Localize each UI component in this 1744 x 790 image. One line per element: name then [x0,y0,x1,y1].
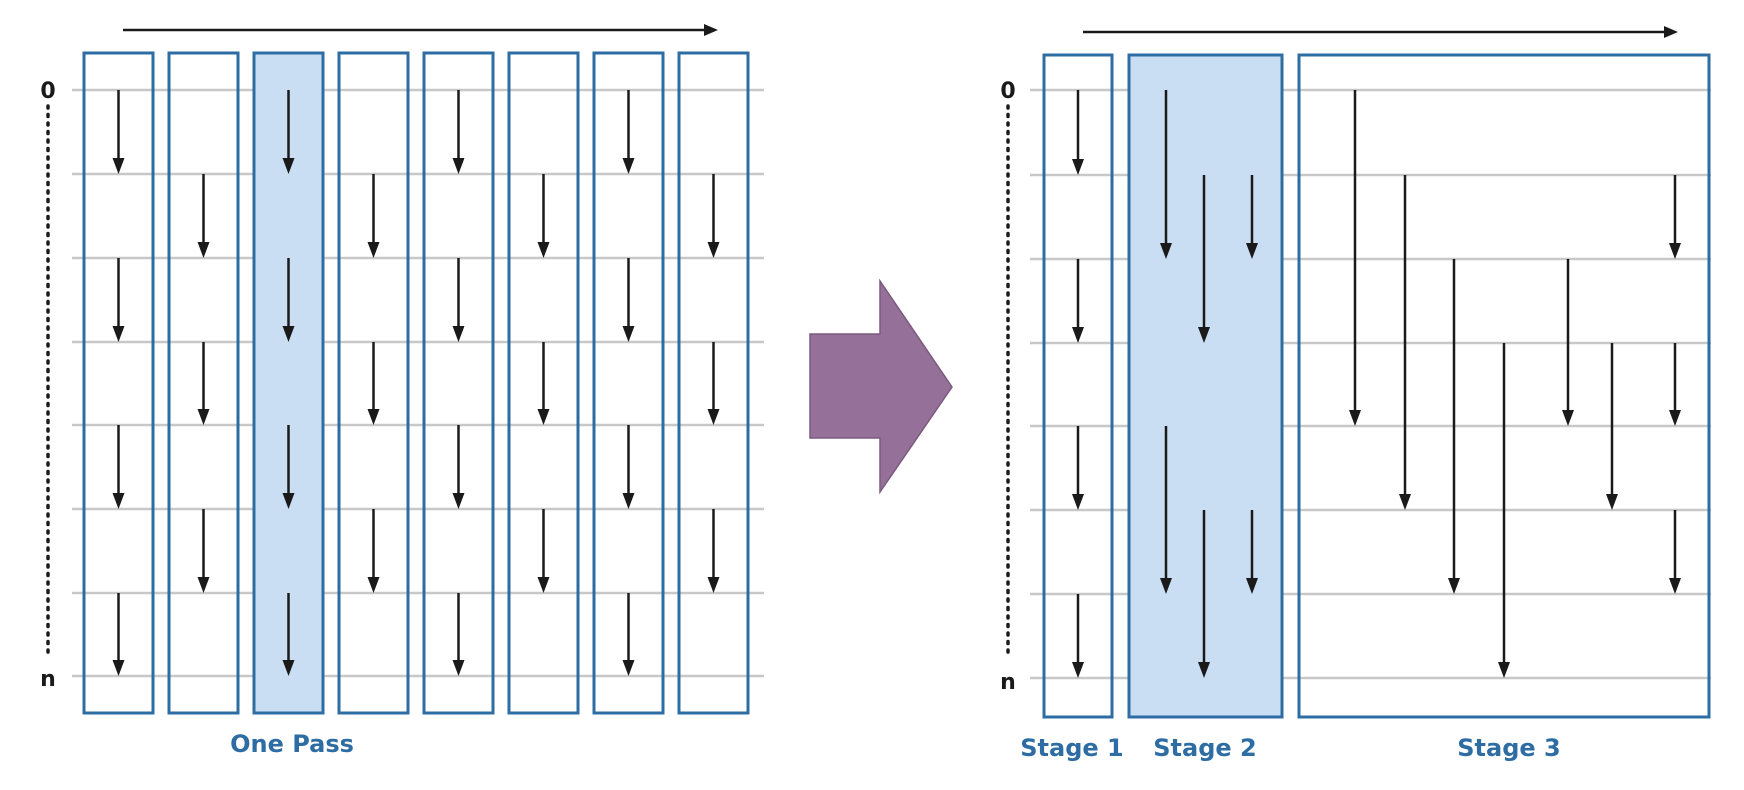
one-pass-caption: One Pass [230,730,354,758]
down-arrow-icon [367,509,380,593]
pass-column-box [507,51,580,715]
stage-2-caption: Stage 2 [1153,734,1256,762]
down-arrow-icon [452,90,465,174]
left-time-arrow [123,24,718,36]
down-arrow-icon [367,174,380,258]
down-arrow-icon [367,342,380,425]
left-row-lines [72,88,764,678]
down-arrow-icon [1198,175,1210,343]
down-arrow-icon [197,174,210,258]
down-arrow-icon [452,425,465,509]
down-arrow-icon [707,342,720,425]
down-arrow-icon [1072,90,1084,175]
down-arrow-icon [282,593,295,676]
pass-column-box [592,51,665,715]
down-arrow-icon [707,509,720,593]
down-arrow-icon [1160,90,1172,259]
down-arrow-icon [197,342,210,425]
right-time-arrow [1083,26,1678,38]
down-arrow-icon [537,342,550,425]
stage-1-box [1042,53,1114,719]
left-pass-boxes [82,51,750,715]
down-arrow-icon [112,258,125,342]
down-arrow-icon [622,425,635,509]
down-arrow-icon [1160,426,1172,594]
down-arrow-icon [282,258,295,342]
down-arrow-icon [112,593,125,676]
down-arrow-icon [1246,510,1258,594]
down-arrow-icon [1072,259,1084,343]
stage-2-box [1127,53,1284,719]
down-arrow-icon [1072,426,1084,510]
pass-column-box [422,51,495,715]
pass-column-box [677,51,750,715]
down-arrow-icon [1399,175,1411,510]
pass-column-box [337,51,410,715]
down-arrow-icon [1498,343,1510,678]
down-arrow-icon [452,258,465,342]
down-arrow-icon [622,90,635,174]
down-arrow-icon [1606,343,1618,510]
down-arrow-icon [537,509,550,593]
down-arrow-icon [1448,259,1460,594]
pass-column-box [82,51,155,715]
right-axis-end-label: n [1000,670,1016,695]
right-stage-boxes [1042,53,1711,719]
down-arrow-icon [1072,594,1084,678]
down-arrow-icon [1669,343,1681,426]
down-arrow-icon [1349,90,1361,426]
down-arrow-icon [1198,510,1210,678]
down-arrow-icon [282,90,295,174]
down-arrow-icon [197,509,210,593]
stage-3-box [1297,53,1711,719]
left-axis-start-label: 0 [40,79,55,104]
down-arrow-icon [1246,175,1258,259]
big-right-arrow-icon [809,278,953,495]
down-arrow-icon [1562,259,1574,426]
down-arrow-icon [622,593,635,676]
right-flow-arrows [1072,90,1681,678]
down-arrow-icon [112,90,125,174]
down-arrow-icon [537,174,550,258]
left-flow-arrows [112,90,720,676]
down-arrow-icon [1669,510,1681,594]
down-arrow-icon [707,174,720,258]
left-axis-end-label: n [40,667,56,692]
pass-column-box [167,51,240,715]
stage-3-caption: Stage 3 [1457,734,1560,762]
down-arrow-icon [452,593,465,676]
stage-1-caption: Stage 1 [1020,734,1123,762]
down-arrow-icon [112,425,125,509]
right-diagram: 0 n Stage 1 Stage 2 Stage 3 [1000,26,1711,762]
down-arrow-icon [1669,175,1681,259]
down-arrow-icon [282,425,295,509]
right-axis-start-label: 0 [1000,79,1015,104]
down-arrow-icon [622,258,635,342]
left-diagram: 0 n One Pass [40,24,764,758]
